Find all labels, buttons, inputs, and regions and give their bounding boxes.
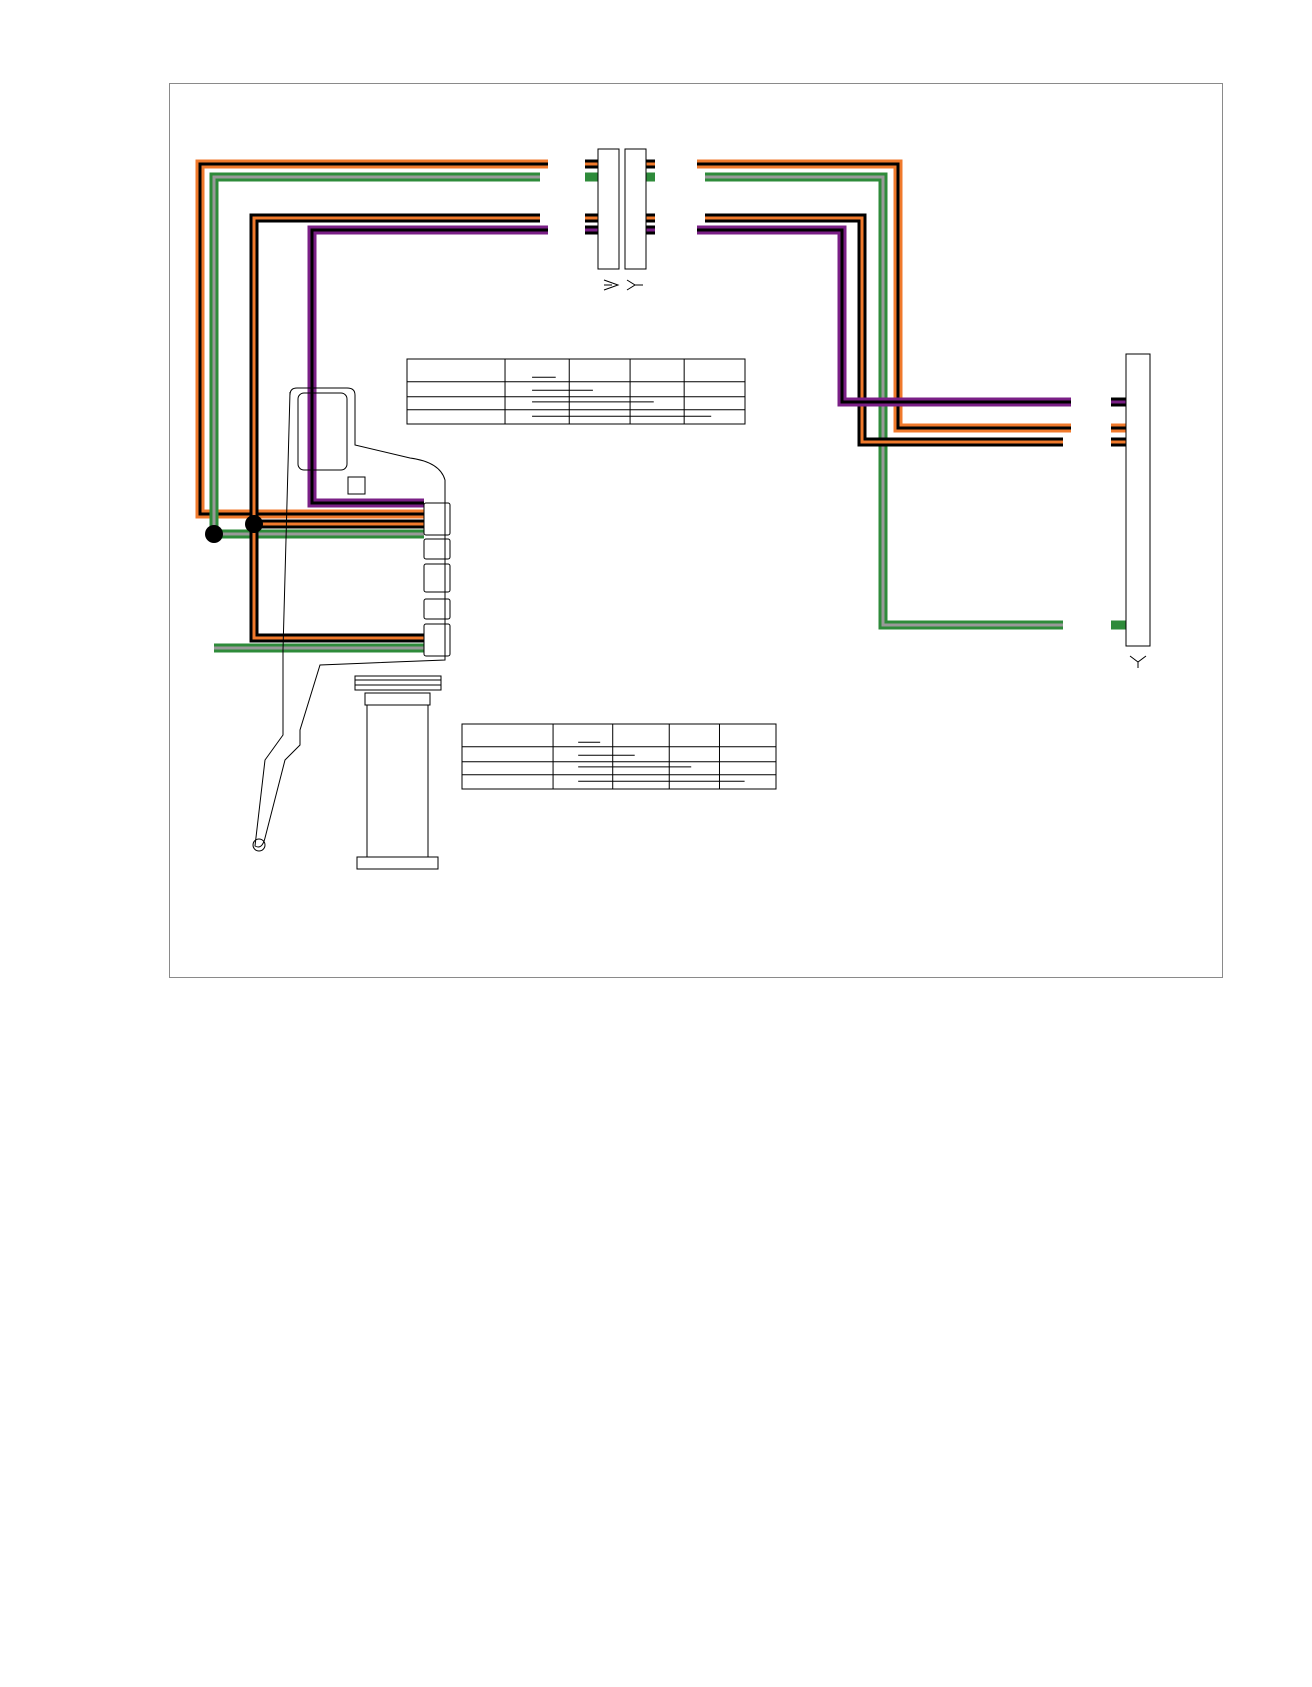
- right-terminal-connector: [1125, 353, 1151, 668]
- switch-housing: [252, 387, 451, 870]
- splice-node-left: [205, 525, 223, 543]
- wire-green-left: [209, 172, 540, 539]
- diagram-frame: [169, 83, 1223, 978]
- splice-node-right: [245, 515, 263, 533]
- wire-black-orange-right: [705, 213, 1063, 447]
- wire-black-orange-left: [249, 213, 540, 643]
- inline-connector: [597, 148, 647, 291]
- wire-orange-right: [697, 159, 1071, 433]
- wire-purple-right: [697, 225, 1071, 407]
- data-table-1: [406, 358, 746, 425]
- wires-layer: [195, 159, 1126, 653]
- wire-purple-left: [307, 225, 548, 508]
- data-table-2: [461, 723, 777, 790]
- wire-orange-left: [195, 159, 548, 519]
